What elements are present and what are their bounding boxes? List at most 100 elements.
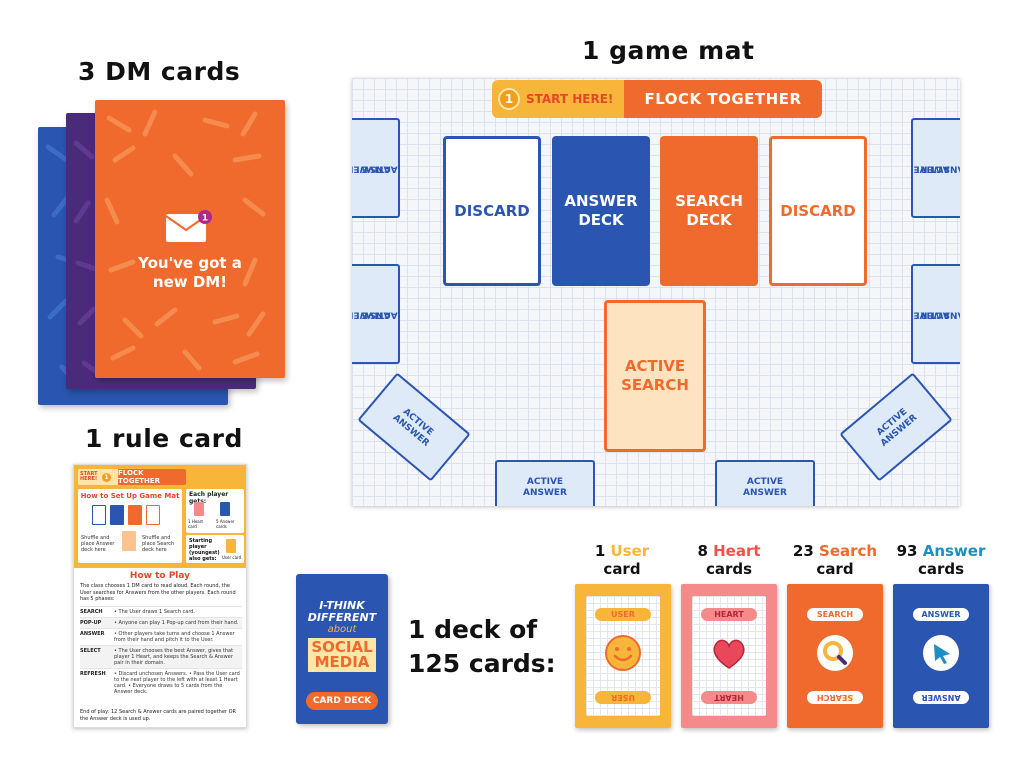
- user-card-label: User card: [222, 555, 242, 560]
- answer-count-label: 5 Answer cards: [216, 519, 235, 529]
- rule-banner-number: 1: [102, 472, 111, 482]
- phase-desc: • Other players take turns and choose 1 …: [114, 631, 235, 643]
- count-number: 93: [896, 542, 918, 560]
- phase-desc: • The User chooses the best Answer, give…: [114, 648, 234, 666]
- slot-discard-search: DISCARD: [769, 136, 867, 286]
- card-label-bottom: HEART: [701, 691, 757, 704]
- search-card-count: 23 Search card: [780, 542, 890, 578]
- mini-answer-card: [220, 502, 230, 516]
- active-search-line1: ACTIVE: [624, 357, 686, 375]
- phase-row: SELECT • The User chooses the best Answer…: [80, 645, 242, 668]
- end-of-play-text: End of play: 12 Search & Answer cards ar…: [80, 709, 236, 722]
- phase-desc: • Discard unchosen Answers. • Pass the U…: [114, 671, 240, 695]
- setup-note-answer: Shuffle and place Answer deck here: [81, 535, 115, 553]
- deck-heading-line2: 125 cards:: [408, 649, 556, 678]
- rule-card: START HERE! 1 FLOCK TOGETHER How to Set …: [73, 464, 247, 728]
- card-deck-label: CARD DECK: [306, 692, 378, 710]
- count-noun: card: [603, 560, 641, 578]
- rule-card-header: START HERE! 1 FLOCK TOGETHER How to Set …: [74, 465, 246, 568]
- answer-deck-line1: ANSWER: [564, 192, 638, 210]
- phase-desc: • The User draws 1 Search card.: [114, 609, 196, 615]
- rule-card-heading: 1 rule card: [85, 424, 243, 453]
- count-number: 1: [594, 542, 606, 560]
- aa-line2: ANSWER: [523, 488, 567, 498]
- heart-count-label: 1 Heart card: [188, 519, 203, 529]
- deck-title-media: MEDIA: [314, 653, 370, 671]
- rule-banner-start: START HERE! 1: [78, 469, 118, 485]
- setup-title: How to Set Up Game Mat: [80, 492, 180, 500]
- deck-count-heading: 1 deck of 125 cards:: [408, 613, 556, 681]
- card-deck-box: I-THINK DIFFERENT about SOCIAL MEDIA CAR…: [296, 574, 388, 724]
- card-label-top: ANSWER: [913, 608, 969, 621]
- card-face: SEARCH SEARCH: [798, 596, 872, 716]
- player-setup-panel: Each player gets: 1 Heart card 5 Answer …: [186, 489, 244, 563]
- user-card-count: 1 User card: [567, 542, 677, 578]
- deck-title-line1: I-THINK: [319, 599, 365, 612]
- mat-banner: 1 START HERE! FLOCK TOGETHER: [492, 80, 822, 118]
- mini-slot-search: [128, 505, 142, 525]
- search-card: SEARCH SEARCH: [787, 584, 883, 728]
- game-mat-heading: 1 game mat: [582, 36, 755, 65]
- mat-banner-number: 1: [498, 88, 520, 110]
- count-noun: card: [816, 560, 854, 578]
- phase-row: POP-UP• Anyone can play 1 Pop-up card fr…: [80, 617, 242, 628]
- count-type: Search: [819, 542, 878, 560]
- card-label-top: USER: [595, 608, 651, 621]
- dm-badge-count: 1: [202, 214, 208, 224]
- phase-row: REFRESH• Discard unchosen Answers. • Pas…: [80, 668, 242, 697]
- count-number: 23: [792, 542, 814, 560]
- card-face: HEART HEART: [692, 596, 766, 716]
- starting-player-panel: Starting player (youngest) also gets: Us…: [186, 535, 244, 563]
- setup-note-search: Shuffle and place Search deck here: [142, 535, 175, 553]
- card-label-bottom: USER: [595, 691, 651, 704]
- mat-banner-start-text: START HERE!: [526, 92, 614, 106]
- answer-card: ANSWER ANSWER: [893, 584, 989, 728]
- active-search-line2: SEARCH: [621, 376, 689, 394]
- card-face: USER USER: [586, 596, 660, 716]
- count-noun: cards: [705, 560, 753, 578]
- phase-name: ANSWER: [80, 631, 105, 637]
- deck-title-line2: DIFFERENT: [307, 611, 377, 624]
- rule-banner: START HERE! 1 FLOCK TOGETHER: [78, 469, 186, 485]
- aa-line2: ANSWER: [743, 488, 787, 498]
- count-type: Heart: [713, 542, 761, 560]
- aa-line1: ACTIVE: [746, 477, 784, 487]
- deck-title-social-media: SOCIAL MEDIA: [308, 638, 376, 672]
- count-number: 8: [697, 542, 708, 560]
- each-player-title: Each player gets:: [189, 491, 229, 505]
- heart-card: HEART HEART: [681, 584, 777, 728]
- dm-card-pattern: [73, 140, 101, 376]
- smiley-icon: [602, 632, 644, 674]
- envelope-icon: 1: [165, 210, 213, 244]
- mini-heart-card: [194, 502, 204, 516]
- phase-table: SEARCH• The User draws 1 Search card. PO…: [80, 606, 242, 697]
- game-mat: 1 START HERE! FLOCK TOGETHER DISCARD ANS…: [352, 78, 960, 506]
- mini-slot-answer: [110, 505, 124, 525]
- cursor-icon: [920, 632, 962, 674]
- card-label-top: HEART: [701, 608, 757, 621]
- aa-line1: ACTIVE: [526, 477, 564, 487]
- user-card: USER USER: [575, 584, 671, 728]
- dm-card-text: You've got a new DM!: [95, 254, 285, 292]
- dm-text-line2: new DM!: [152, 273, 228, 291]
- phase-name: SELECT: [80, 648, 101, 654]
- mat-banner-title: FLOCK TOGETHER: [624, 80, 822, 118]
- search-deck-line2: DECK: [686, 211, 732, 229]
- dm-card-pattern: [104, 109, 266, 371]
- card-label-top: SEARCH: [807, 608, 863, 621]
- phase-desc: • Anyone can play 1 Pop-up card from the…: [114, 620, 239, 626]
- mini-slot-discard-blue: [92, 505, 106, 525]
- deck-title-about: about: [327, 624, 357, 635]
- mini-slot-discard-orange: [146, 505, 160, 525]
- phase-row: SEARCH• The User draws 1 Search card.: [80, 606, 242, 617]
- count-type: Answer: [922, 542, 986, 560]
- aa-line2: ANSWER: [920, 309, 961, 320]
